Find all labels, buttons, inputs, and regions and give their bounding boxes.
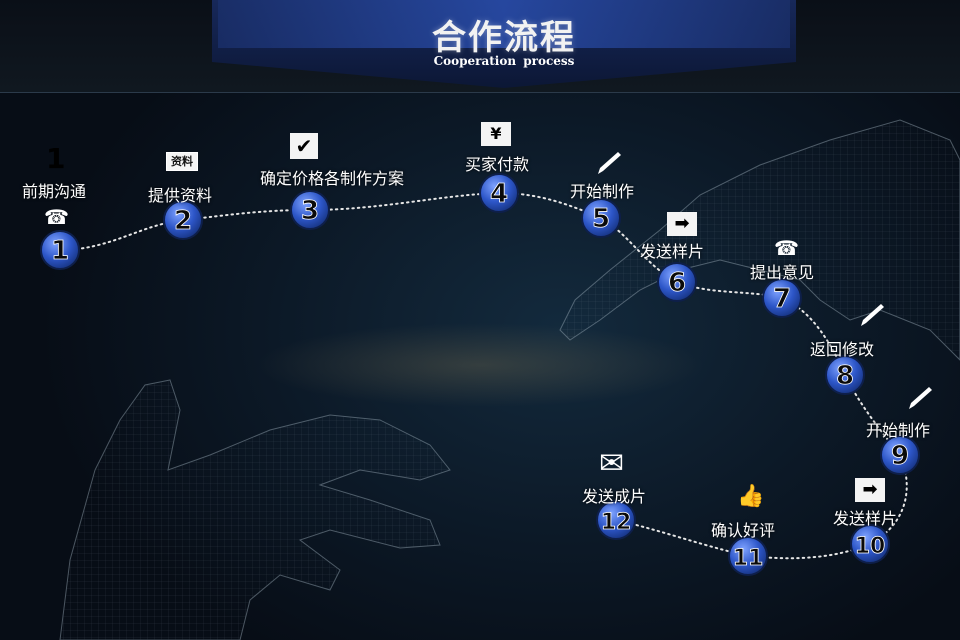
step-number-8: 8	[836, 361, 854, 391]
step-number-6: 6	[668, 268, 686, 298]
checkmark-icon: ✔	[290, 133, 318, 159]
step-label-1: 前期沟通	[22, 182, 87, 201]
step-number-1: 1	[51, 236, 69, 266]
step-label-6: 发送样片	[640, 242, 705, 261]
step-number-7: 7	[773, 284, 791, 314]
telephone-icon: ☎	[774, 236, 799, 260]
dotted-route	[59, 191, 908, 560]
banner-shape	[212, 0, 796, 88]
step-label-7: 提出意见	[750, 263, 815, 282]
step-number-4: 4	[490, 179, 508, 209]
pen-icon	[592, 148, 624, 180]
page-title: 合作流程	[432, 18, 576, 58]
step-circle-11	[728, 536, 768, 576]
step-circle-4	[479, 173, 519, 213]
step-number-3: 3	[301, 196, 319, 226]
step-circle-10	[850, 524, 890, 564]
step-circle-5	[581, 198, 621, 238]
step-label-10: 发送样片	[833, 509, 898, 528]
step-number-5: 5	[592, 204, 610, 234]
step-number-2: 2	[174, 206, 192, 236]
step-number-9: 9	[891, 441, 909, 471]
step-circle-6	[657, 262, 697, 302]
envelope-icon: ✉	[599, 446, 625, 481]
yen-icon: ¥	[481, 122, 511, 146]
step-circle-1	[40, 230, 80, 270]
title-banner: 合作流程 Cooperation process	[212, 0, 796, 90]
step-label-4: 买家付款	[465, 155, 530, 174]
step-number-10: 10	[855, 534, 886, 559]
step-label-5: 开始制作	[570, 182, 635, 201]
thumbs-up-icon: 👍	[737, 484, 765, 509]
step-label-2: 提供资料	[148, 186, 213, 205]
lower-hand	[59, 379, 451, 640]
step-number-11: 11	[733, 546, 764, 571]
step-circle-8	[825, 355, 865, 395]
page-subtitle: Cooperation process	[433, 54, 575, 68]
step-circle-12	[596, 500, 636, 540]
telephone-icon: ☎	[44, 205, 69, 229]
step-label-9: 开始制作	[866, 421, 931, 440]
step-circle-2	[163, 200, 203, 240]
step-circle-9	[880, 435, 920, 475]
step-label-8: 返回修改	[810, 340, 875, 359]
step-circle-3	[290, 190, 330, 230]
step-number-12: 12	[601, 510, 632, 535]
step-label-12: 发送成片	[582, 487, 647, 506]
top-left-mark: 1	[46, 142, 66, 175]
step-label-11: 确认好评	[711, 521, 776, 540]
pen-icon	[855, 300, 887, 332]
arrow-right-icon: ➡	[667, 212, 697, 236]
arrow-right-icon: ➡	[855, 478, 885, 502]
step-circle-7	[762, 278, 802, 318]
document-icon: 资料	[166, 152, 198, 171]
pen-icon	[903, 383, 935, 415]
step-label-3: 确定价格各制作方案	[260, 169, 405, 188]
